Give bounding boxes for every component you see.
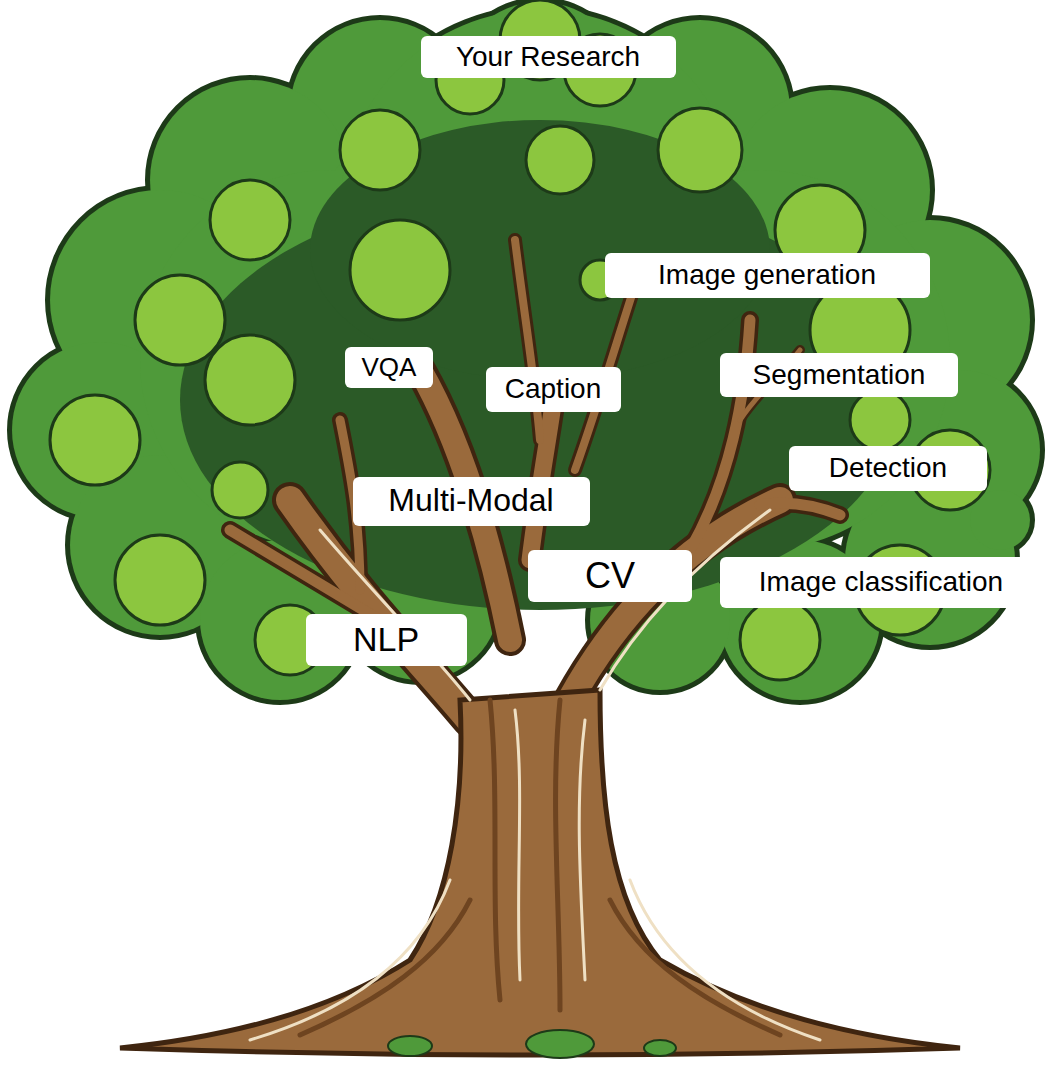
- label-box: NLP: [306, 614, 467, 666]
- label-box: Caption: [486, 367, 621, 412]
- label-box: Image classification: [720, 557, 1043, 608]
- label-box: Detection: [789, 446, 987, 491]
- label-text: Detection: [829, 453, 947, 484]
- trunk: [120, 690, 960, 1055]
- label-text: Multi-Modal: [388, 483, 553, 518]
- label-box: VQA: [345, 347, 433, 388]
- canopy-outline: [12, 2, 1040, 700]
- label-box: Image generation: [605, 253, 930, 298]
- label-text: VQA: [362, 353, 417, 382]
- branch-outline: [230, 240, 840, 720]
- label-box: Multi-Modal: [353, 477, 590, 526]
- label-text: Image generation: [658, 260, 876, 291]
- branch: [230, 240, 840, 720]
- label-text: Your Research: [456, 42, 640, 73]
- label-box: CV: [528, 550, 692, 602]
- label-text: CV: [585, 556, 635, 596]
- label-box: Segmentation: [720, 353, 958, 397]
- canopy: [12, 2, 1040, 700]
- label-box: Your Research: [421, 36, 676, 78]
- label-text: NLP: [353, 621, 419, 658]
- label-text: Segmentation: [753, 360, 926, 391]
- label-text: Caption: [505, 374, 602, 405]
- grass: [388, 1030, 676, 1058]
- label-text: Image classification: [759, 567, 1003, 598]
